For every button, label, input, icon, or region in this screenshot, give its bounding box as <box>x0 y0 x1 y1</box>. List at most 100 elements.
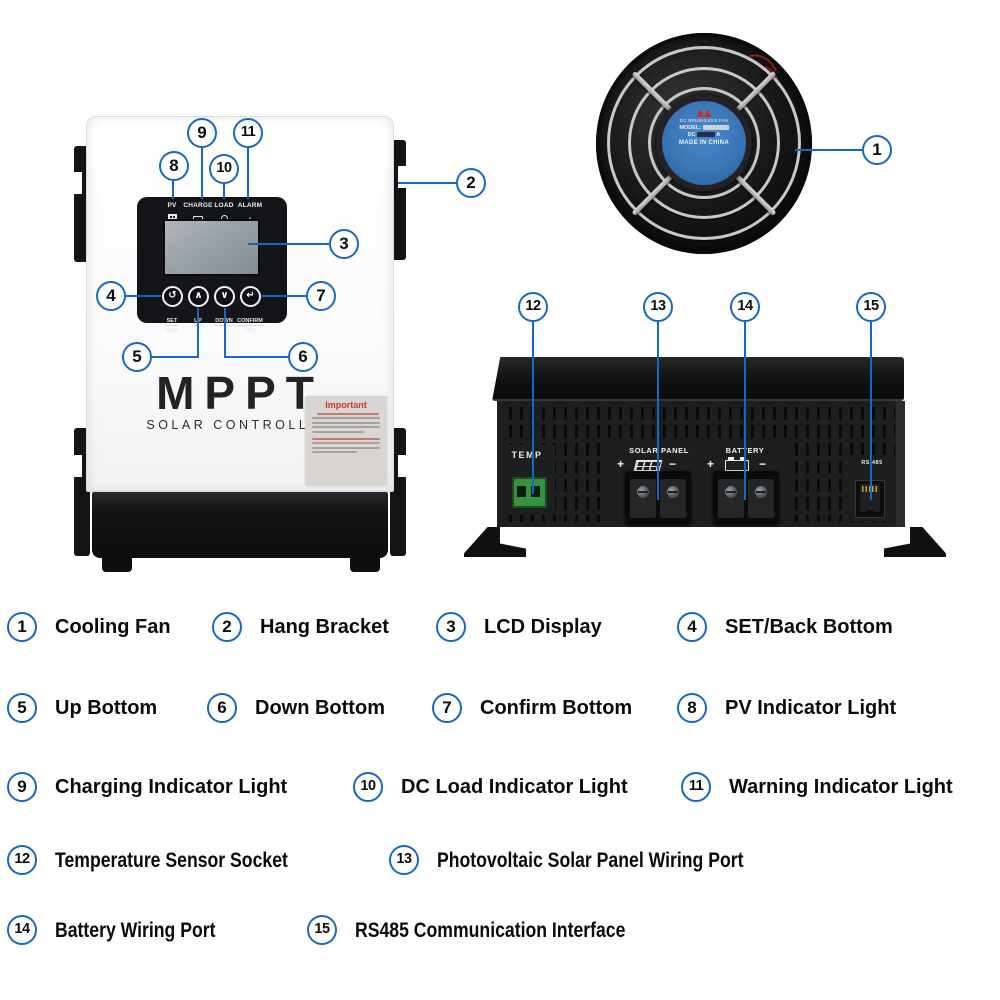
sticker-text-line <box>312 417 380 419</box>
legend-item-14: 14 Battery Wiring Port <box>7 915 251 945</box>
fan-label-origin: MADE IN CHINA <box>679 140 729 146</box>
sticker-text-line <box>312 451 357 453</box>
sticker-text-line <box>312 430 364 433</box>
sticker-title: Important <box>325 400 367 410</box>
legend-item-6: 6 Down Bottom <box>207 693 385 723</box>
front-foot-left <box>102 556 132 572</box>
legend-item-4: 4 SET/Back Bottom <box>677 612 893 642</box>
legend-item-7: 7 Confirm Bottom <box>432 693 632 723</box>
leader-line-12 <box>532 322 534 494</box>
controller-front-base <box>92 492 388 558</box>
legend-item-15: 15 RS485 Communication Interface <box>307 915 685 945</box>
solar-panel-label: SOLAR PANEL <box>629 446 689 455</box>
charge-label: CHARGE <box>183 202 213 209</box>
callout-1: 1 <box>862 135 892 165</box>
battery-plus-sign: + <box>707 457 715 471</box>
terminal-screw[interactable] <box>667 486 679 498</box>
bracket-notch <box>74 172 82 194</box>
load-label: LOAD <box>214 202 234 209</box>
rj45-latch <box>866 510 874 515</box>
fan-hub-label: DC BRUSHLESS FAN MODEL: DC A MADE IN CHI… <box>662 101 746 185</box>
callout-9: 9 <box>187 118 217 148</box>
leader-line-10 <box>223 184 225 199</box>
sticker-text-line <box>312 421 380 424</box>
callout-14: 14 <box>730 292 760 322</box>
back-foot-left <box>464 527 526 557</box>
solar-plus-sign: + <box>617 457 625 471</box>
brand-mppt: MPPT <box>156 367 324 419</box>
temp-label: TEMP <box>511 450 543 460</box>
bracket-notch <box>74 455 82 477</box>
fan-label-rating: DC A <box>687 132 721 138</box>
battery-wiring-port[interactable] <box>713 471 779 524</box>
back-body: TEMP SOLAR PANEL + − BATTERY + − RS 485 <box>497 401 905 527</box>
leader-line-1 <box>795 149 862 151</box>
terminal-screw[interactable] <box>725 486 737 498</box>
leader-line-9 <box>201 148 203 199</box>
legend-item-8: 8 PV Indicator Light <box>677 693 896 723</box>
front-foot-right <box>350 556 380 572</box>
up-button[interactable]: ∧ <box>188 286 209 307</box>
leader-line-7 <box>262 295 306 297</box>
legend-item-5: 5 Up Bottom <box>7 693 157 723</box>
down-button[interactable]: ∨ <box>214 286 235 307</box>
set-back-button[interactable]: ↺ <box>162 286 183 307</box>
leader-line-2 <box>398 182 456 184</box>
leader-line-4 <box>126 295 161 297</box>
legend-item-9: 9 Charging Indicator Light <box>7 772 287 802</box>
fan-guard-ring <box>607 46 801 240</box>
callout-6: 6 <box>288 342 318 372</box>
legend-item-10: 10 DC Load Indicator Light <box>353 772 628 802</box>
pv-label: PV <box>167 202 177 209</box>
confirm-button[interactable]: ↵ <box>240 286 261 307</box>
leader-line-13 <box>657 322 659 500</box>
temperature-sensor-socket[interactable] <box>512 477 547 508</box>
leader-line-14 <box>744 322 746 500</box>
callout-12: 12 <box>518 292 548 322</box>
leader-line-5a <box>197 308 199 358</box>
solar-minus-sign: − <box>669 457 677 471</box>
callout-2: 2 <box>456 168 486 198</box>
callout-15: 15 <box>856 292 886 322</box>
bracket-notch <box>398 166 406 188</box>
sticker-text-line <box>317 412 379 415</box>
alarm-label: ALARM <box>237 202 263 209</box>
bracket-notch <box>398 455 406 477</box>
fan-label-line1: DC BRUSHLESS FAN <box>679 118 729 123</box>
terminal-screw[interactable] <box>755 486 767 498</box>
terminal-screw[interactable] <box>637 486 649 498</box>
back-foot-right <box>884 527 946 557</box>
confirm-button-label: CONFIRM (3S) <box>235 318 265 334</box>
leader-line-15 <box>870 322 872 500</box>
legend-item-12: 12 Temperature Sensor Socket <box>7 845 339 875</box>
sticker-text-line <box>312 442 380 444</box>
legend-item-2: 2 Hang Bracket <box>212 612 389 642</box>
important-sticker: Important <box>305 396 387 486</box>
callout-8: 8 <box>159 151 189 181</box>
leader-line-6a <box>224 308 226 358</box>
fan-rating-box <box>697 132 716 138</box>
back-top-cover <box>492 357 904 401</box>
sticker-text-line <box>312 437 380 440</box>
cooling-fan: DC BRUSHLESS FAN MODEL: DC A MADE IN CHI… <box>596 33 812 254</box>
fan-model-box <box>702 124 729 130</box>
callout-3: 3 <box>329 229 359 259</box>
callout-4: 4 <box>96 281 126 311</box>
set-back-button-label: SET Back <box>164 318 180 334</box>
leader-line-11 <box>247 148 249 199</box>
fan-guard-ring <box>648 87 760 199</box>
legend-item-13: 13 Photovoltaic Solar Panel Wiring Port <box>389 845 811 875</box>
control-panel: PV CHARGE LOAD ALARM △ ↺ ∧ ∨ ↵ SET <box>137 197 287 334</box>
callout-5: 5 <box>122 342 152 372</box>
legend-item-11: 11 Warning Indicator Light <box>681 772 953 802</box>
leader-line-3 <box>248 243 329 245</box>
fan-label-model: MODEL: <box>662 125 746 131</box>
battery-minus-sign: − <box>759 457 767 471</box>
callout-13: 13 <box>643 292 673 322</box>
sticker-text-line <box>312 446 380 449</box>
rs485-label: RS 485 <box>861 460 883 466</box>
back-side-flange <box>896 401 905 527</box>
callout-11: 11 <box>233 118 263 148</box>
callout-7: 7 <box>306 281 336 311</box>
